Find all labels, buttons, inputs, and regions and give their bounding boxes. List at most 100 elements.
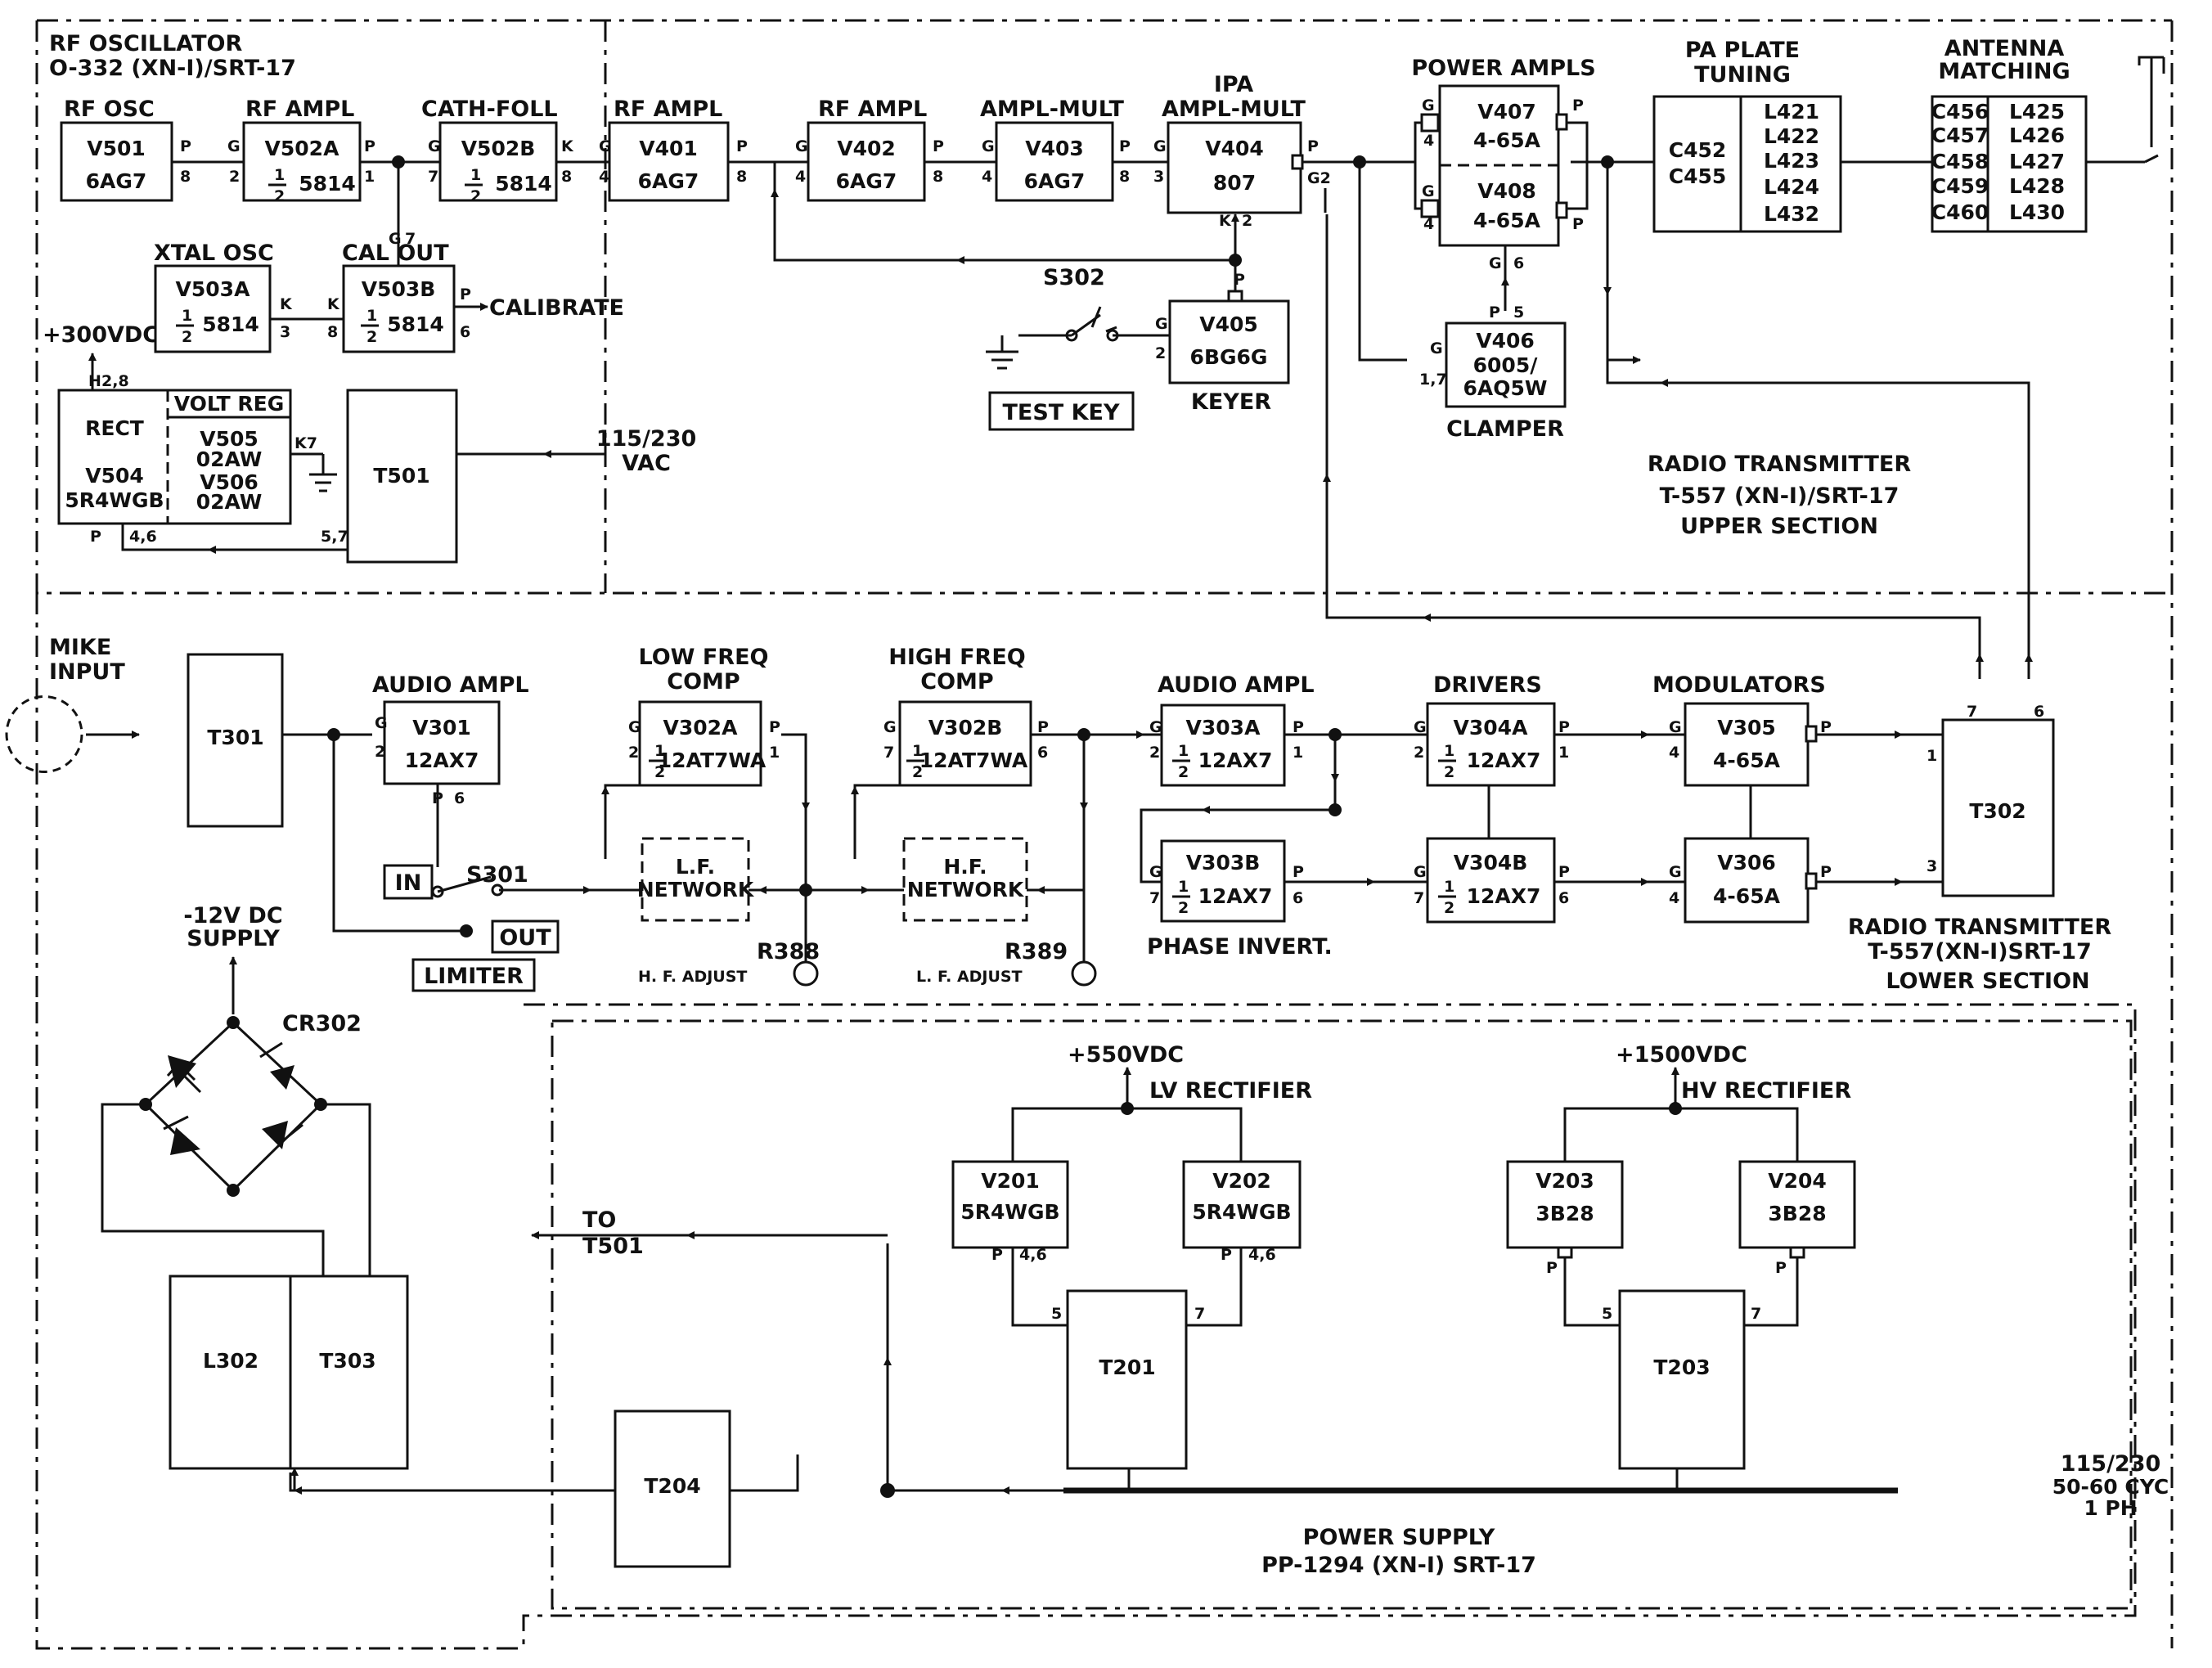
svg-text:02AW: 02AW [196, 447, 263, 471]
svg-text:V406: V406 [1476, 329, 1535, 353]
svg-text:PHASE INVERT.: PHASE INVERT. [1147, 934, 1333, 960]
svg-text:CATH-FOLL: CATH-FOLL [421, 97, 558, 122]
svg-text:H.F.: H.F. [943, 855, 987, 879]
svg-text:6: 6 [1558, 889, 1569, 907]
svg-text:-12V DC: -12V DC [183, 903, 282, 928]
tube-v301: V301 12AX7 [383, 700, 501, 785]
svg-text:5814: 5814 [299, 172, 356, 196]
svg-text:L425: L425 [2009, 100, 2065, 124]
svg-text:02AW: 02AW [196, 490, 263, 514]
svg-text:CLAMPER: CLAMPER [1446, 416, 1564, 442]
svg-text:V302A: V302A [663, 716, 739, 740]
svg-text:2: 2 [470, 187, 481, 205]
svg-text:6: 6 [1293, 889, 1303, 907]
svg-text:2: 2 [1444, 763, 1454, 781]
svg-text:L423: L423 [1764, 149, 1819, 173]
svg-text:50-60 CYC: 50-60 CYC [2052, 1475, 2169, 1499]
svg-text:7: 7 [1414, 889, 1424, 907]
svg-text:RF AMPL: RF AMPL [818, 97, 927, 122]
svg-text:8: 8 [327, 323, 338, 341]
svg-text:L432: L432 [1764, 202, 1819, 226]
transformer-t301: T301 [187, 653, 284, 828]
svg-text:P: P [1775, 1259, 1787, 1277]
svg-text:G: G [1489, 254, 1502, 272]
svg-text:P: P [933, 137, 944, 155]
svg-text:SUPPLY: SUPPLY [187, 926, 280, 951]
tube-v303b: V303B 1 2 12AX7 [1160, 839, 1286, 923]
out-box [491, 919, 560, 954]
svg-text:G: G [1669, 863, 1682, 881]
svg-text:5: 5 [1602, 1305, 1612, 1323]
svg-text:P: P [364, 137, 375, 155]
svg-text:2: 2 [1149, 744, 1160, 762]
svg-text:1,7: 1,7 [1419, 371, 1447, 389]
svg-text:1: 1 [364, 168, 375, 186]
svg-text:G: G [428, 137, 441, 155]
svg-text:2: 2 [1178, 763, 1189, 781]
svg-text:MIKE: MIKE [49, 635, 111, 660]
svg-text:K7: K7 [294, 434, 317, 452]
svg-text:1: 1 [912, 742, 923, 760]
signal-arrows [88, 189, 2033, 1495]
svg-text:L. F. ADJUST: L. F. ADJUST [916, 968, 1023, 986]
svg-text:P: P [1820, 863, 1832, 881]
svg-text:2: 2 [1155, 344, 1166, 362]
svg-text:P: P [460, 285, 471, 303]
svg-text:V306: V306 [1717, 851, 1776, 874]
svg-text:PA PLATE: PA PLATE [1685, 38, 1800, 63]
svg-text:V404: V404 [1205, 137, 1264, 160]
svg-text:6BG6G: 6BG6G [1190, 345, 1268, 369]
svg-text:V303B: V303B [1186, 851, 1261, 874]
svg-text:V504: V504 [85, 464, 144, 488]
svg-text:4-65A: 4-65A [1713, 749, 1781, 772]
svg-text:VAC: VAC [622, 451, 671, 476]
junctions [139, 155, 1682, 1498]
svg-text:P: P [1293, 718, 1304, 736]
svg-text:8: 8 [180, 168, 191, 186]
svg-text:2: 2 [912, 763, 923, 781]
svg-text:LV RECTIFIER: LV RECTIFIER [1149, 1078, 1312, 1104]
transformer-t203: T203 [1618, 1289, 1746, 1470]
svg-text:LIMITER: LIMITER [424, 964, 524, 989]
blocks: V501 6AG7 V502A 1 2 5814 V502B 1 2 5814 … [57, 84, 2088, 1568]
tube-v202: V202 5R4WGB [1182, 1160, 1302, 1249]
svg-text:H. F. ADJUST: H. F. ADJUST [638, 968, 747, 986]
svg-text:AMPL-MULT: AMPL-MULT [980, 97, 1124, 122]
svg-text:RECT: RECT [85, 416, 144, 440]
svg-text:+1500VDC: +1500VDC [1616, 1042, 1747, 1068]
svg-text:115/230: 115/230 [596, 426, 697, 452]
svg-text:S301: S301 [466, 862, 528, 888]
svg-text:V403: V403 [1025, 137, 1084, 160]
svg-text:6AG7: 6AG7 [86, 169, 147, 193]
svg-text:G: G [1153, 137, 1167, 155]
svg-text:4: 4 [1423, 132, 1434, 150]
svg-text:4,6: 4,6 [1019, 1246, 1047, 1264]
svg-text:OUT: OUT [499, 925, 551, 951]
upper-section-model: T-557 (XN-I)/SRT-17 [1660, 483, 1900, 509]
lf-network: L.F. NETWORK [637, 837, 755, 922]
transformer-t204: T204 [614, 1409, 731, 1568]
svg-text:NETWORK: NETWORK [637, 878, 755, 901]
svg-text:3: 3 [1927, 857, 1937, 875]
switches-and-controls [5, 306, 1119, 1155]
rf-osc-section-model: O-332 (XN-I)/SRT-17 [49, 56, 296, 81]
svg-text:7: 7 [1149, 889, 1160, 907]
svg-text:CR302: CR302 [282, 1011, 362, 1036]
tube-v403: V403 6AG7 [995, 121, 1114, 202]
tube-v502a: V502A 1 2 5814 [242, 121, 362, 205]
r389-knob [1071, 960, 1097, 987]
svg-text:V408: V408 [1477, 179, 1536, 203]
svg-text:2: 2 [366, 328, 377, 346]
svg-text:2: 2 [1178, 899, 1189, 917]
tube-v302b: V302B 1 2 12AT7WA [898, 700, 1032, 787]
svg-text:4,6: 4,6 [129, 528, 157, 546]
svg-text:1: 1 [769, 744, 780, 762]
svg-text:P: P [1221, 1246, 1232, 1264]
svg-text:L426: L426 [2009, 124, 2065, 147]
svg-text:T204: T204 [644, 1474, 700, 1498]
section-boundaries [35, 19, 2174, 1650]
svg-text:5,7: 5,7 [321, 528, 348, 546]
svg-text:COMP: COMP [667, 669, 740, 695]
svg-text:2: 2 [628, 744, 639, 762]
r388-knob [793, 960, 819, 987]
